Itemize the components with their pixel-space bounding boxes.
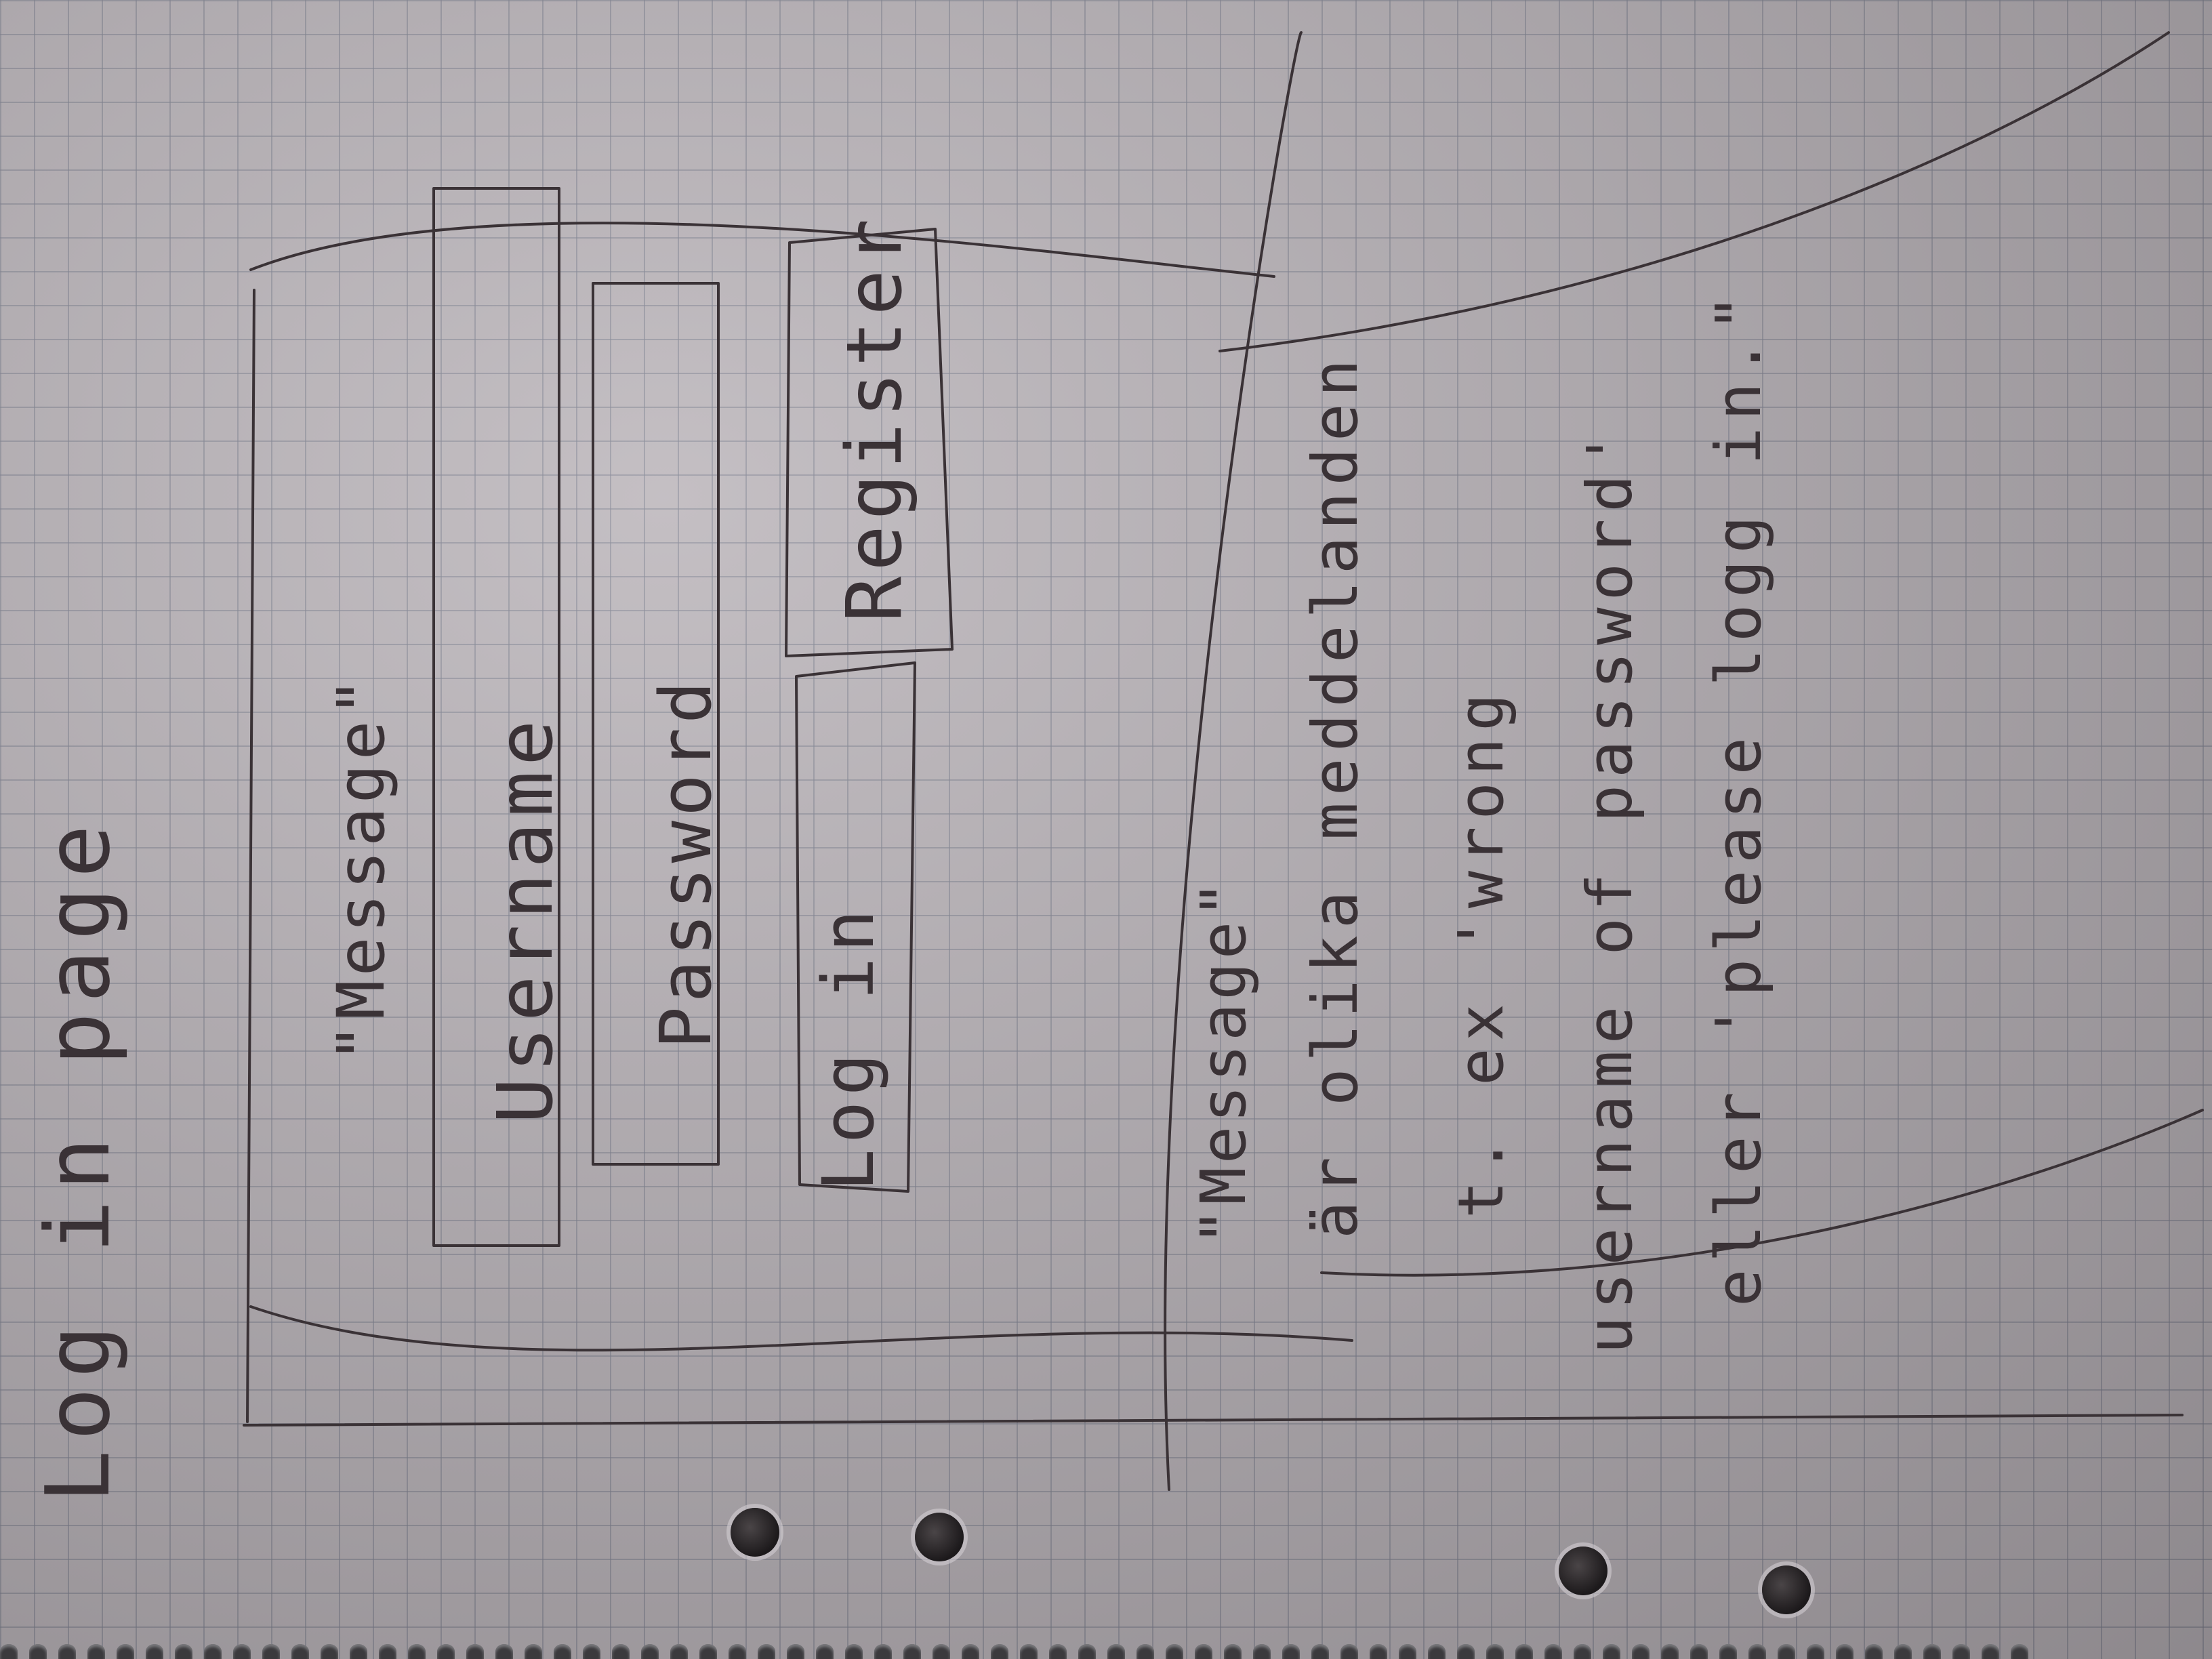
spiral-coil	[1719, 1644, 1737, 1659]
spiral-coil	[87, 1644, 105, 1659]
spiral-coil	[670, 1644, 688, 1659]
spiral-coil	[350, 1644, 367, 1659]
spiral-coil	[845, 1644, 863, 1659]
spiral-coil	[1457, 1644, 1475, 1659]
annotation-line-please: eller 'please logg in."	[1702, 287, 1775, 1307]
phone-outline-upper	[249, 222, 1353, 1352]
annotation-line-swedish: är olika meddelanden	[1299, 352, 1372, 1239]
spiral-coil	[1748, 1644, 1766, 1659]
spiral-coil	[554, 1644, 571, 1659]
spiral-coil	[525, 1644, 542, 1659]
spiral-coil	[1136, 1644, 1154, 1659]
spiral-coil	[962, 1644, 979, 1659]
form-message-label: "Message"	[323, 673, 399, 1063]
spiral-coil	[991, 1644, 1008, 1659]
spiral-coil	[816, 1644, 834, 1659]
spiral-coil	[1282, 1644, 1300, 1659]
phone-outline-lower	[1218, 31, 2204, 1277]
section-curve	[1164, 31, 1303, 1491]
spiral-coil	[1107, 1644, 1125, 1659]
spiral-coil	[1049, 1644, 1067, 1659]
spiral-coil	[1370, 1644, 1387, 1659]
spiral-coil	[1952, 1644, 1970, 1659]
spiral-coil	[1340, 1644, 1358, 1659]
register-box-outline	[785, 228, 954, 657]
spiral-coil	[262, 1644, 280, 1659]
spiral-coil	[466, 1644, 484, 1659]
punch-hole	[1559, 1547, 1607, 1595]
spiral-coil	[1807, 1644, 1824, 1659]
spiral-coil	[1078, 1644, 1096, 1659]
login-button-label: Log in	[807, 904, 890, 1191]
punch-hole	[915, 1513, 964, 1561]
spiral-coil	[1544, 1644, 1562, 1659]
page-title: Log in page	[26, 815, 129, 1503]
spiral-coil	[729, 1644, 746, 1659]
spiral-coil	[175, 1644, 192, 1659]
punch-hole	[731, 1508, 779, 1557]
spiral-coil	[58, 1644, 76, 1659]
spiral-coil	[903, 1644, 921, 1659]
spiral-coil	[291, 1644, 309, 1659]
spiral-coil	[1020, 1644, 1038, 1659]
spiral-binding	[0, 1639, 2212, 1659]
spiral-coil	[437, 1644, 455, 1659]
spiral-coil	[787, 1644, 804, 1659]
spiral-coil	[1778, 1644, 1795, 1659]
frame-top-line	[246, 289, 255, 1423]
spiral-coil	[699, 1644, 717, 1659]
spiral-coil	[1865, 1644, 1883, 1659]
spiral-coil	[1923, 1644, 1941, 1659]
username-box-outline	[432, 187, 560, 1247]
spiral-coil	[1661, 1644, 1679, 1659]
spiral-coil	[1574, 1644, 1591, 1659]
spiral-coil	[29, 1644, 47, 1659]
spiral-coil	[758, 1644, 775, 1659]
spiral-coil	[2011, 1644, 2028, 1659]
spiral-coil	[1603, 1644, 1620, 1659]
spiral-coil	[1836, 1644, 1853, 1659]
spiral-coil	[1253, 1644, 1271, 1659]
frame-left-line	[243, 1414, 2184, 1427]
spiral-coil	[204, 1644, 222, 1659]
register-button-label: Register	[831, 213, 919, 622]
spiral-coil	[612, 1644, 630, 1659]
spiral-coil	[146, 1644, 163, 1659]
spiral-coil	[0, 1644, 18, 1659]
spiral-coil	[1982, 1644, 1999, 1659]
annotation-line-wrong: username of password'	[1574, 423, 1646, 1354]
annotation-line-example: t. ex 'wrong	[1445, 687, 1517, 1218]
spiral-coil	[583, 1644, 600, 1659]
spiral-coil	[1166, 1644, 1183, 1659]
spiral-coil	[1894, 1644, 1912, 1659]
username-field-label: Username	[482, 714, 570, 1124]
spiral-coil	[641, 1644, 659, 1659]
spiral-coil	[1690, 1644, 1708, 1659]
spiral-coil	[1399, 1644, 1416, 1659]
login-box-outline	[795, 661, 916, 1193]
spiral-coil	[1311, 1644, 1329, 1659]
spiral-coil	[408, 1644, 426, 1659]
password-field-label: Password	[644, 677, 727, 1049]
spiral-coil	[495, 1644, 513, 1659]
spiral-coil	[933, 1644, 950, 1659]
spiral-coil	[1428, 1644, 1446, 1659]
spiral-coil	[874, 1644, 892, 1659]
spiral-coil	[117, 1644, 134, 1659]
punch-hole	[1762, 1565, 1811, 1614]
spiral-coil	[1224, 1644, 1242, 1659]
spiral-coil	[1486, 1644, 1504, 1659]
spiral-coil	[233, 1644, 251, 1659]
password-box-outline	[592, 282, 720, 1166]
spiral-coil	[1632, 1644, 1650, 1659]
spiral-coil	[1515, 1644, 1533, 1659]
annotation-message-label: "Message"	[1187, 877, 1260, 1246]
spiral-coil	[321, 1644, 338, 1659]
spiral-coil	[379, 1644, 396, 1659]
spiral-coil	[1195, 1644, 1212, 1659]
